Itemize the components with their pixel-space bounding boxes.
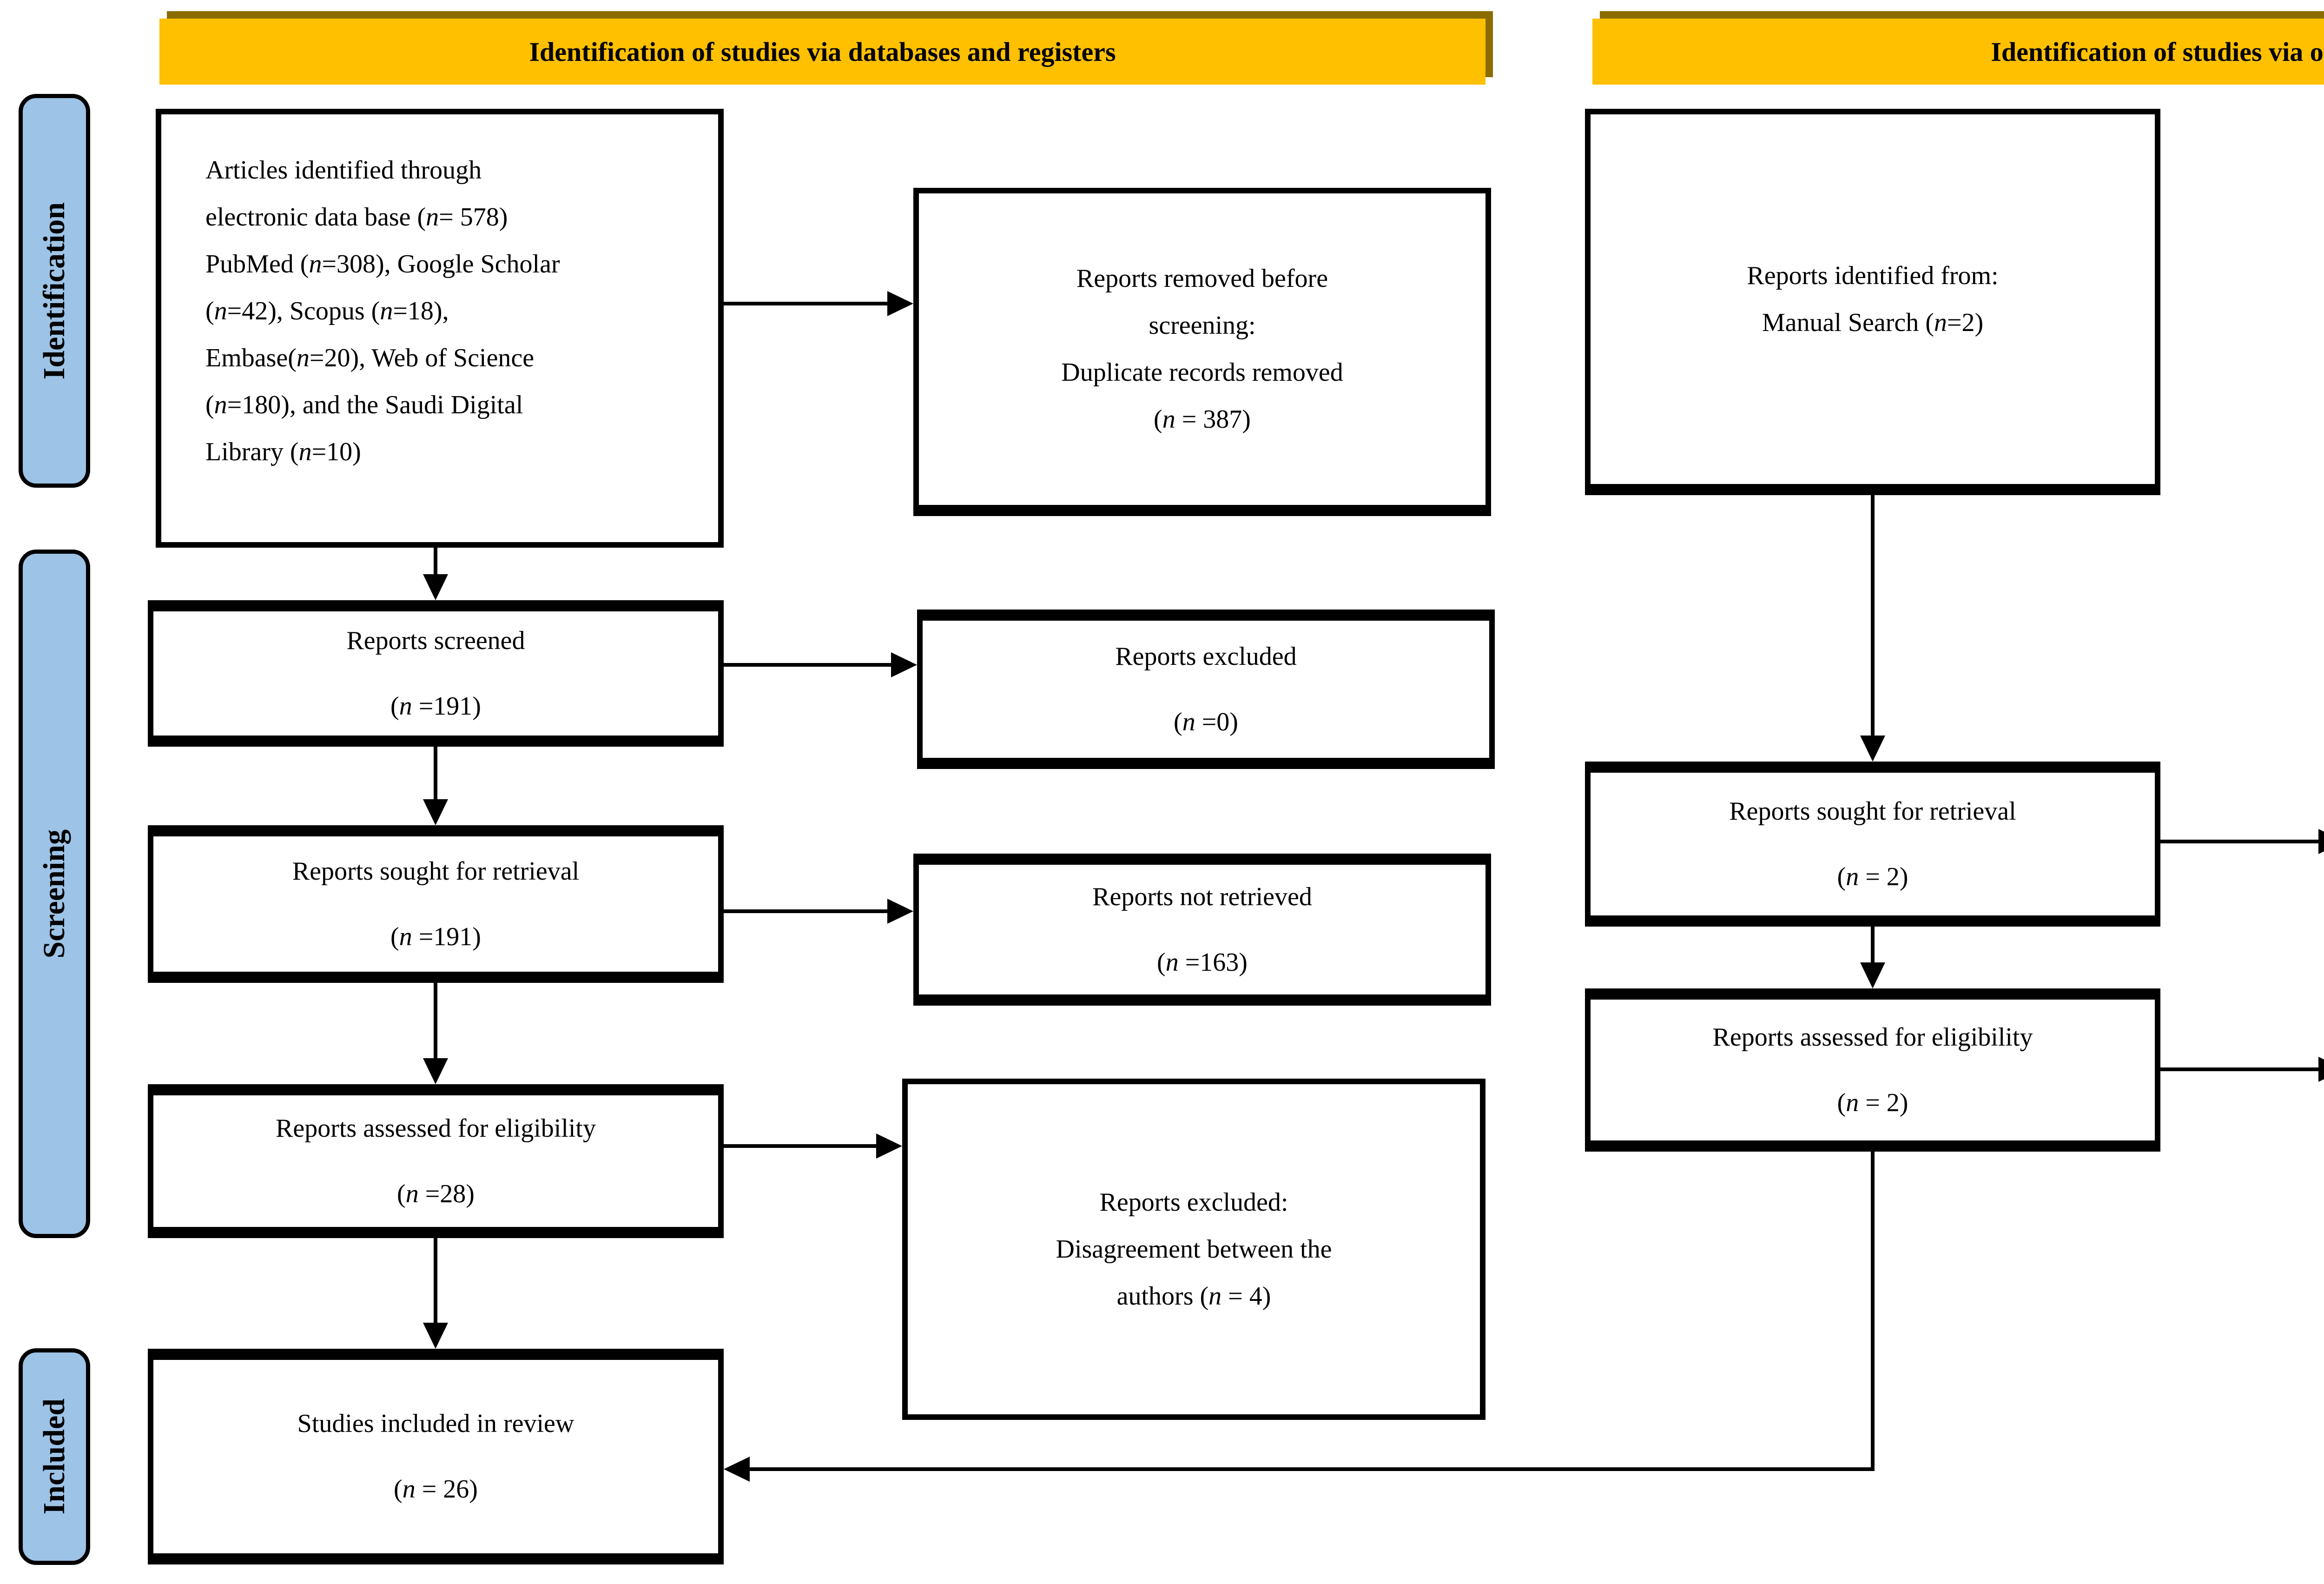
box-text: Embase(n=20), Web of Science xyxy=(205,344,535,372)
box-text: Reports sought for retrieval xyxy=(1729,796,2016,826)
header-databases-registers: Identification of studies via databases … xyxy=(159,19,1486,85)
header-databases-registers-label: Identification of studies via databases … xyxy=(529,36,1116,67)
box-text: (n =163) xyxy=(1157,948,1248,977)
arrowhead-identified-to-screened xyxy=(423,574,448,600)
box-text: (n =0) xyxy=(1174,707,1238,736)
box-text: Reports not retrieved xyxy=(1092,882,1312,911)
arrow-sought-other-to-assessed-other xyxy=(1871,927,1875,965)
box-text: Reports excluded xyxy=(1115,642,1297,671)
box-text: screening: xyxy=(1149,311,1256,340)
arrowhead-sought-other-to-assessed-other xyxy=(1860,962,1885,988)
arrow-assessed-other-to-excluded-other xyxy=(2160,1067,2318,1071)
arrowhead-assessed-to-excluded xyxy=(876,1133,902,1159)
arrowhead-manual-to-sought-other xyxy=(1860,736,1885,762)
arrowhead-sought-to-assessed xyxy=(423,1058,448,1084)
arrowhead-identified-to-removed xyxy=(887,291,913,316)
box-text: (n = 26) xyxy=(394,1475,478,1504)
box-text: (n=180), and the Saudi Digital xyxy=(205,391,523,419)
box-text: Duplicate records removed xyxy=(1061,358,1343,387)
box-studies-included: Studies included in review (n = 26) xyxy=(148,1349,724,1564)
box-text: Manual Search (n=2) xyxy=(1762,308,1984,337)
box-reports-excluded-eligibility: Reports excluded: Disagreement between t… xyxy=(902,1079,1486,1420)
box-text: Library (n=10) xyxy=(205,437,361,466)
sidebar-screening-label: Screening xyxy=(37,829,71,959)
arrow-sought-other-to-not-retrieved-other xyxy=(2160,840,2318,843)
box-text: Reports assessed for eligibility xyxy=(275,1113,596,1143)
box-reports-identified-other: Reports identified from: Manual Search (… xyxy=(1585,109,2160,495)
sidebar-identification-label: Identification xyxy=(37,202,71,380)
arrow-assessed-to-excluded xyxy=(724,1144,876,1148)
arrow-sought-to-assessed xyxy=(434,983,437,1061)
sidebar-included: Included xyxy=(19,1348,90,1565)
box-text: electronic data base (n= 578) xyxy=(205,203,508,232)
box-text: (n = 2) xyxy=(1837,862,1908,891)
arrowhead-sought-to-not-retrieved xyxy=(887,899,913,924)
arrow-assessed-other-down xyxy=(1871,1152,1875,1471)
arrow-manual-to-sought-other xyxy=(1871,495,1875,738)
box-text: (n =28) xyxy=(397,1179,475,1208)
box-text: PubMed (n=308), Google Scholar xyxy=(205,250,560,278)
box-reports-not-retrieved: Reports not retrieved (n =163) xyxy=(913,854,1491,1006)
box-text: Studies included in review xyxy=(297,1409,574,1438)
arrow-sought-to-not-retrieved xyxy=(724,909,887,913)
arrow-identified-to-removed xyxy=(724,302,887,305)
box-text: Reports sought for retrieval xyxy=(292,856,580,886)
box-text: Reports assessed for eligibility xyxy=(1712,1022,2033,1052)
box-reports-assessed-eligibility: Reports assessed for eligibility (n =28) xyxy=(148,1084,724,1238)
box-text: Reports identified from: xyxy=(1747,261,1999,290)
box-text: (n =191) xyxy=(390,922,481,951)
arrowhead-assessed-other-to-excluded-other xyxy=(2318,1057,2324,1082)
box-text: Articles identified through xyxy=(205,156,482,185)
sidebar-screening: Screening xyxy=(19,550,90,1238)
arrowhead-other-methods-to-included xyxy=(724,1457,750,1482)
box-text: (n=42), Scopus (n=18), xyxy=(205,297,449,325)
box-text: Reports excluded: xyxy=(1099,1187,1288,1217)
box-reports-sought-retrieval-other: Reports sought for retrieval (n = 2) xyxy=(1585,762,2160,927)
box-articles-identified: Articles identified through electronic d… xyxy=(156,109,724,548)
header-other-methods-label: Identification of studies via other meth… xyxy=(1991,36,2324,67)
sidebar-included-label: Included xyxy=(37,1398,71,1515)
sidebar-identification: Identification xyxy=(19,94,90,488)
box-text: (n = 387) xyxy=(1154,405,1251,434)
box-text: (n = 2) xyxy=(1837,1088,1908,1117)
arrow-screened-to-excluded xyxy=(724,663,891,667)
box-reports-removed-before-screening: Reports removed before screening: Duplic… xyxy=(913,188,1491,516)
arrowhead-assessed-to-included xyxy=(423,1323,448,1349)
box-text: Disagreement between the xyxy=(1056,1234,1332,1264)
box-reports-screened: Reports screened (n =191) xyxy=(148,600,724,747)
box-text: Reports removed before xyxy=(1076,264,1328,293)
arrow-other-methods-to-included xyxy=(750,1467,1875,1471)
box-text: (n =191) xyxy=(390,691,481,721)
header-other-methods: Identification of studies via other meth… xyxy=(1592,19,2324,85)
box-text: authors (n = 4) xyxy=(1116,1281,1271,1311)
arrow-identified-to-screened xyxy=(434,548,437,577)
box-reports-excluded-screening: Reports excluded (n =0) xyxy=(917,610,1495,769)
arrowhead-screened-to-sought xyxy=(423,799,448,825)
arrowhead-screened-to-excluded xyxy=(891,652,917,677)
arrow-assessed-to-included xyxy=(434,1238,437,1326)
box-reports-assessed-eligibility-other: Reports assessed for eligibility (n = 2) xyxy=(1585,988,2160,1152)
box-text: Reports screened xyxy=(346,626,525,655)
box-reports-sought-retrieval: Reports sought for retrieval (n =191) xyxy=(148,825,724,983)
arrowhead-sought-other-to-not-retrieved-other xyxy=(2318,829,2324,854)
arrow-screened-to-sought xyxy=(434,747,437,802)
